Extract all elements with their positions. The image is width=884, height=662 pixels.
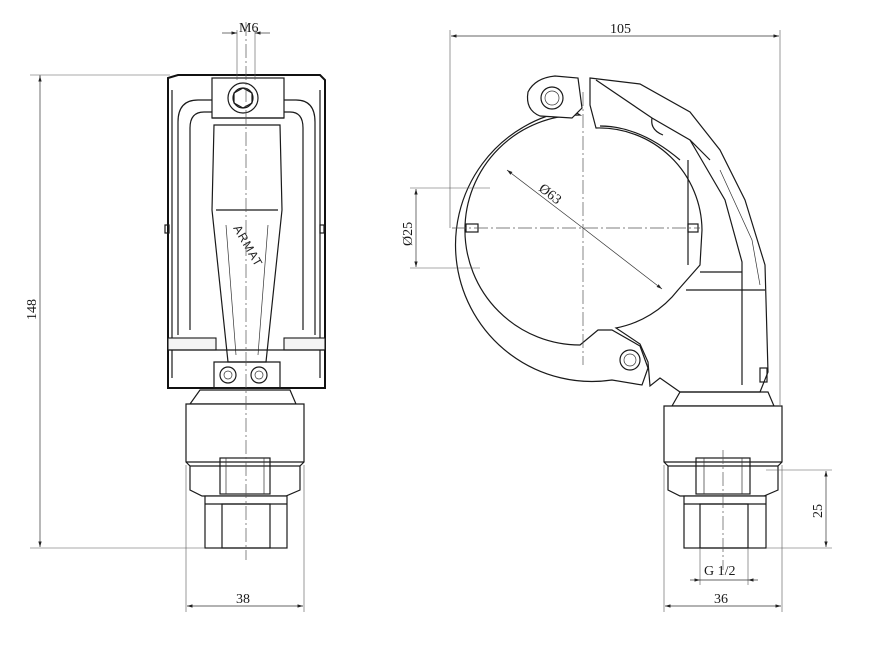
dim-label-g12: G 1/2 — [704, 564, 736, 579]
dim-label-m6: M6 — [239, 21, 258, 36]
dim-label-36: 36 — [714, 592, 728, 607]
dim-38: 38 — [185, 465, 305, 612]
dim-36: 36 — [663, 465, 783, 612]
dim-g12: G 1/2 — [690, 548, 758, 585]
dim-m6: M6 — [222, 21, 270, 80]
dim-25: 25 — [766, 469, 832, 549]
dim-label-105: 105 — [610, 22, 631, 37]
dim-148: 148 — [25, 74, 205, 549]
dim-label-148: 148 — [25, 299, 40, 320]
front-view: ARMAT — [164, 74, 326, 549]
dim-d25: Ø25 — [401, 187, 490, 269]
side-view — [454, 75, 783, 549]
dim-label-d25: Ø25 — [401, 222, 416, 246]
dim-d63: Ø63 — [506, 169, 663, 290]
dim-label-38: 38 — [236, 592, 250, 607]
dim-label-d63: Ø63 — [536, 181, 564, 208]
dim-105: 105 — [449, 22, 781, 405]
dim-label-25: 25 — [811, 504, 826, 518]
